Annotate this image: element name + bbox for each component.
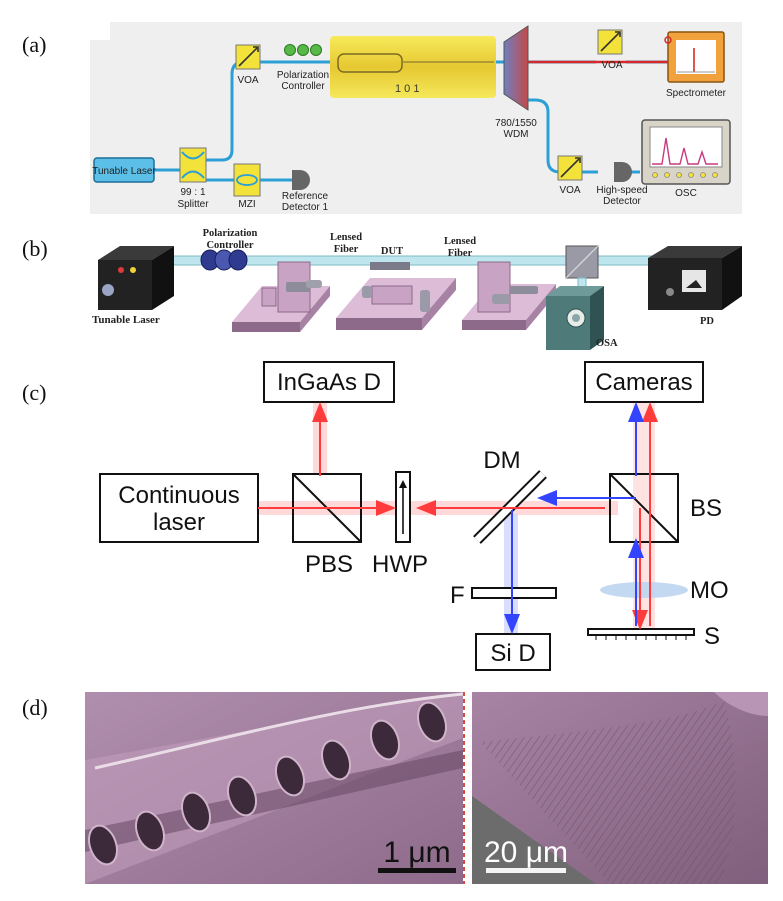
wdm-icon	[503, 25, 529, 111]
reference-detector-icon	[292, 170, 310, 190]
ingaas-detector-box	[263, 361, 395, 403]
filter-plate	[471, 587, 557, 599]
tunable-laser-label: Tunable Laser	[92, 166, 156, 177]
osa-label: OSA	[596, 338, 618, 349]
filter-label: F	[450, 582, 465, 609]
scalebar-right-label: 20 μm	[484, 836, 568, 869]
panel-b-label: (b)	[22, 236, 48, 261]
dut-label: DUT	[381, 246, 403, 257]
cameras-label: Cameras	[595, 369, 692, 396]
paddle-icon	[297, 44, 309, 56]
scalebar-left	[378, 868, 456, 873]
mzi-icon	[233, 163, 261, 197]
highspeed-detector-label-2: Detector	[603, 196, 641, 207]
pd-box	[648, 246, 742, 310]
paddle-icon	[310, 44, 322, 56]
wdm-label: 780/1550	[495, 118, 537, 129]
si-detector-box	[475, 633, 551, 671]
mzi-label: MZI	[238, 199, 255, 210]
continuous-laser-label-2: laser	[153, 509, 205, 536]
panel-c-label: (c)	[22, 380, 46, 405]
continuous-laser-box	[99, 473, 259, 543]
scalebar-right	[486, 868, 566, 873]
splitter-ratio: 99 : 1	[180, 187, 205, 198]
reference-detector-label-2: Detector 1	[282, 202, 329, 213]
panel-a-label: (a)	[22, 32, 46, 57]
chip-image	[330, 36, 496, 98]
panel-b: (b) Tunable Laser Polarization Controlle…	[22, 228, 742, 350]
hwp-label: HWP	[372, 551, 428, 578]
splitter-label: Splitter	[177, 199, 209, 210]
tunable-laser-label: Tunable Laser	[92, 314, 160, 326]
osa-box	[546, 286, 604, 350]
stage-right	[462, 261, 556, 330]
tunable-laser-box	[93, 157, 155, 183]
ingaas-detector-label: InGaAs D	[277, 369, 381, 396]
voa-right-label: VOA	[601, 60, 622, 71]
stage-left	[232, 261, 330, 332]
polarization-controller-label: Polarization	[277, 70, 329, 81]
voa-bottom-label: VOA	[559, 185, 580, 196]
mo-lens	[600, 582, 688, 598]
red-beams	[258, 402, 658, 630]
osc-label: OSC	[675, 188, 697, 199]
highspeed-detector-icon	[614, 162, 632, 182]
lensed-fiber-right-label: Lensed	[444, 236, 476, 247]
spectrometer-label: Spectrometer	[666, 88, 727, 99]
polarization-controller-label: Polarization	[203, 228, 258, 239]
highspeed-detector-label: High-speed	[596, 185, 647, 196]
sem-image-right: 20 μm	[472, 692, 768, 884]
blue-beams	[504, 402, 644, 634]
dut-stage	[336, 262, 456, 330]
scalebar-left-label: 1 μm	[383, 836, 450, 869]
lensed-fiber-left-label: Lensed	[330, 232, 362, 243]
mo-label: MO	[690, 577, 729, 604]
sample-stage	[587, 628, 695, 636]
voa-top-label: VOA	[237, 75, 258, 86]
panel-c: (c) InGaAs D Cameras Continuous laser Si…	[22, 361, 729, 671]
chip-text: 1 0 1	[395, 83, 419, 95]
panel-d-label: (d)	[22, 695, 48, 720]
sample-label: S	[704, 623, 720, 650]
pbs-label: PBS	[305, 551, 353, 578]
polarization-controller-label-2: Controller	[206, 240, 253, 251]
lensed-fiber-right-label-2: Fiber	[448, 248, 473, 259]
panel-d: (d) 1 μm	[22, 692, 768, 884]
lensed-fiber-left-label-2: Fiber	[334, 244, 359, 255]
paddle-icon	[284, 44, 296, 56]
reference-detector-label: Reference	[282, 191, 329, 202]
dm-label: DM	[483, 447, 520, 474]
si-detector-label: Si D	[490, 640, 535, 667]
wdm-label-2: WDM	[504, 129, 529, 140]
bs-cube	[609, 473, 679, 543]
polarization-controller-label-2: Controller	[281, 81, 325, 92]
panel-a: (a) Tunable Laser 99 : 1 Splitter MZI R	[22, 22, 742, 214]
sem-image-left: 1 μm	[85, 692, 464, 884]
continuous-laser-label: Continuous	[118, 482, 239, 509]
paddle-icon	[200, 249, 248, 271]
pd-label: PD	[700, 316, 714, 327]
bs-label: BS	[690, 495, 722, 522]
